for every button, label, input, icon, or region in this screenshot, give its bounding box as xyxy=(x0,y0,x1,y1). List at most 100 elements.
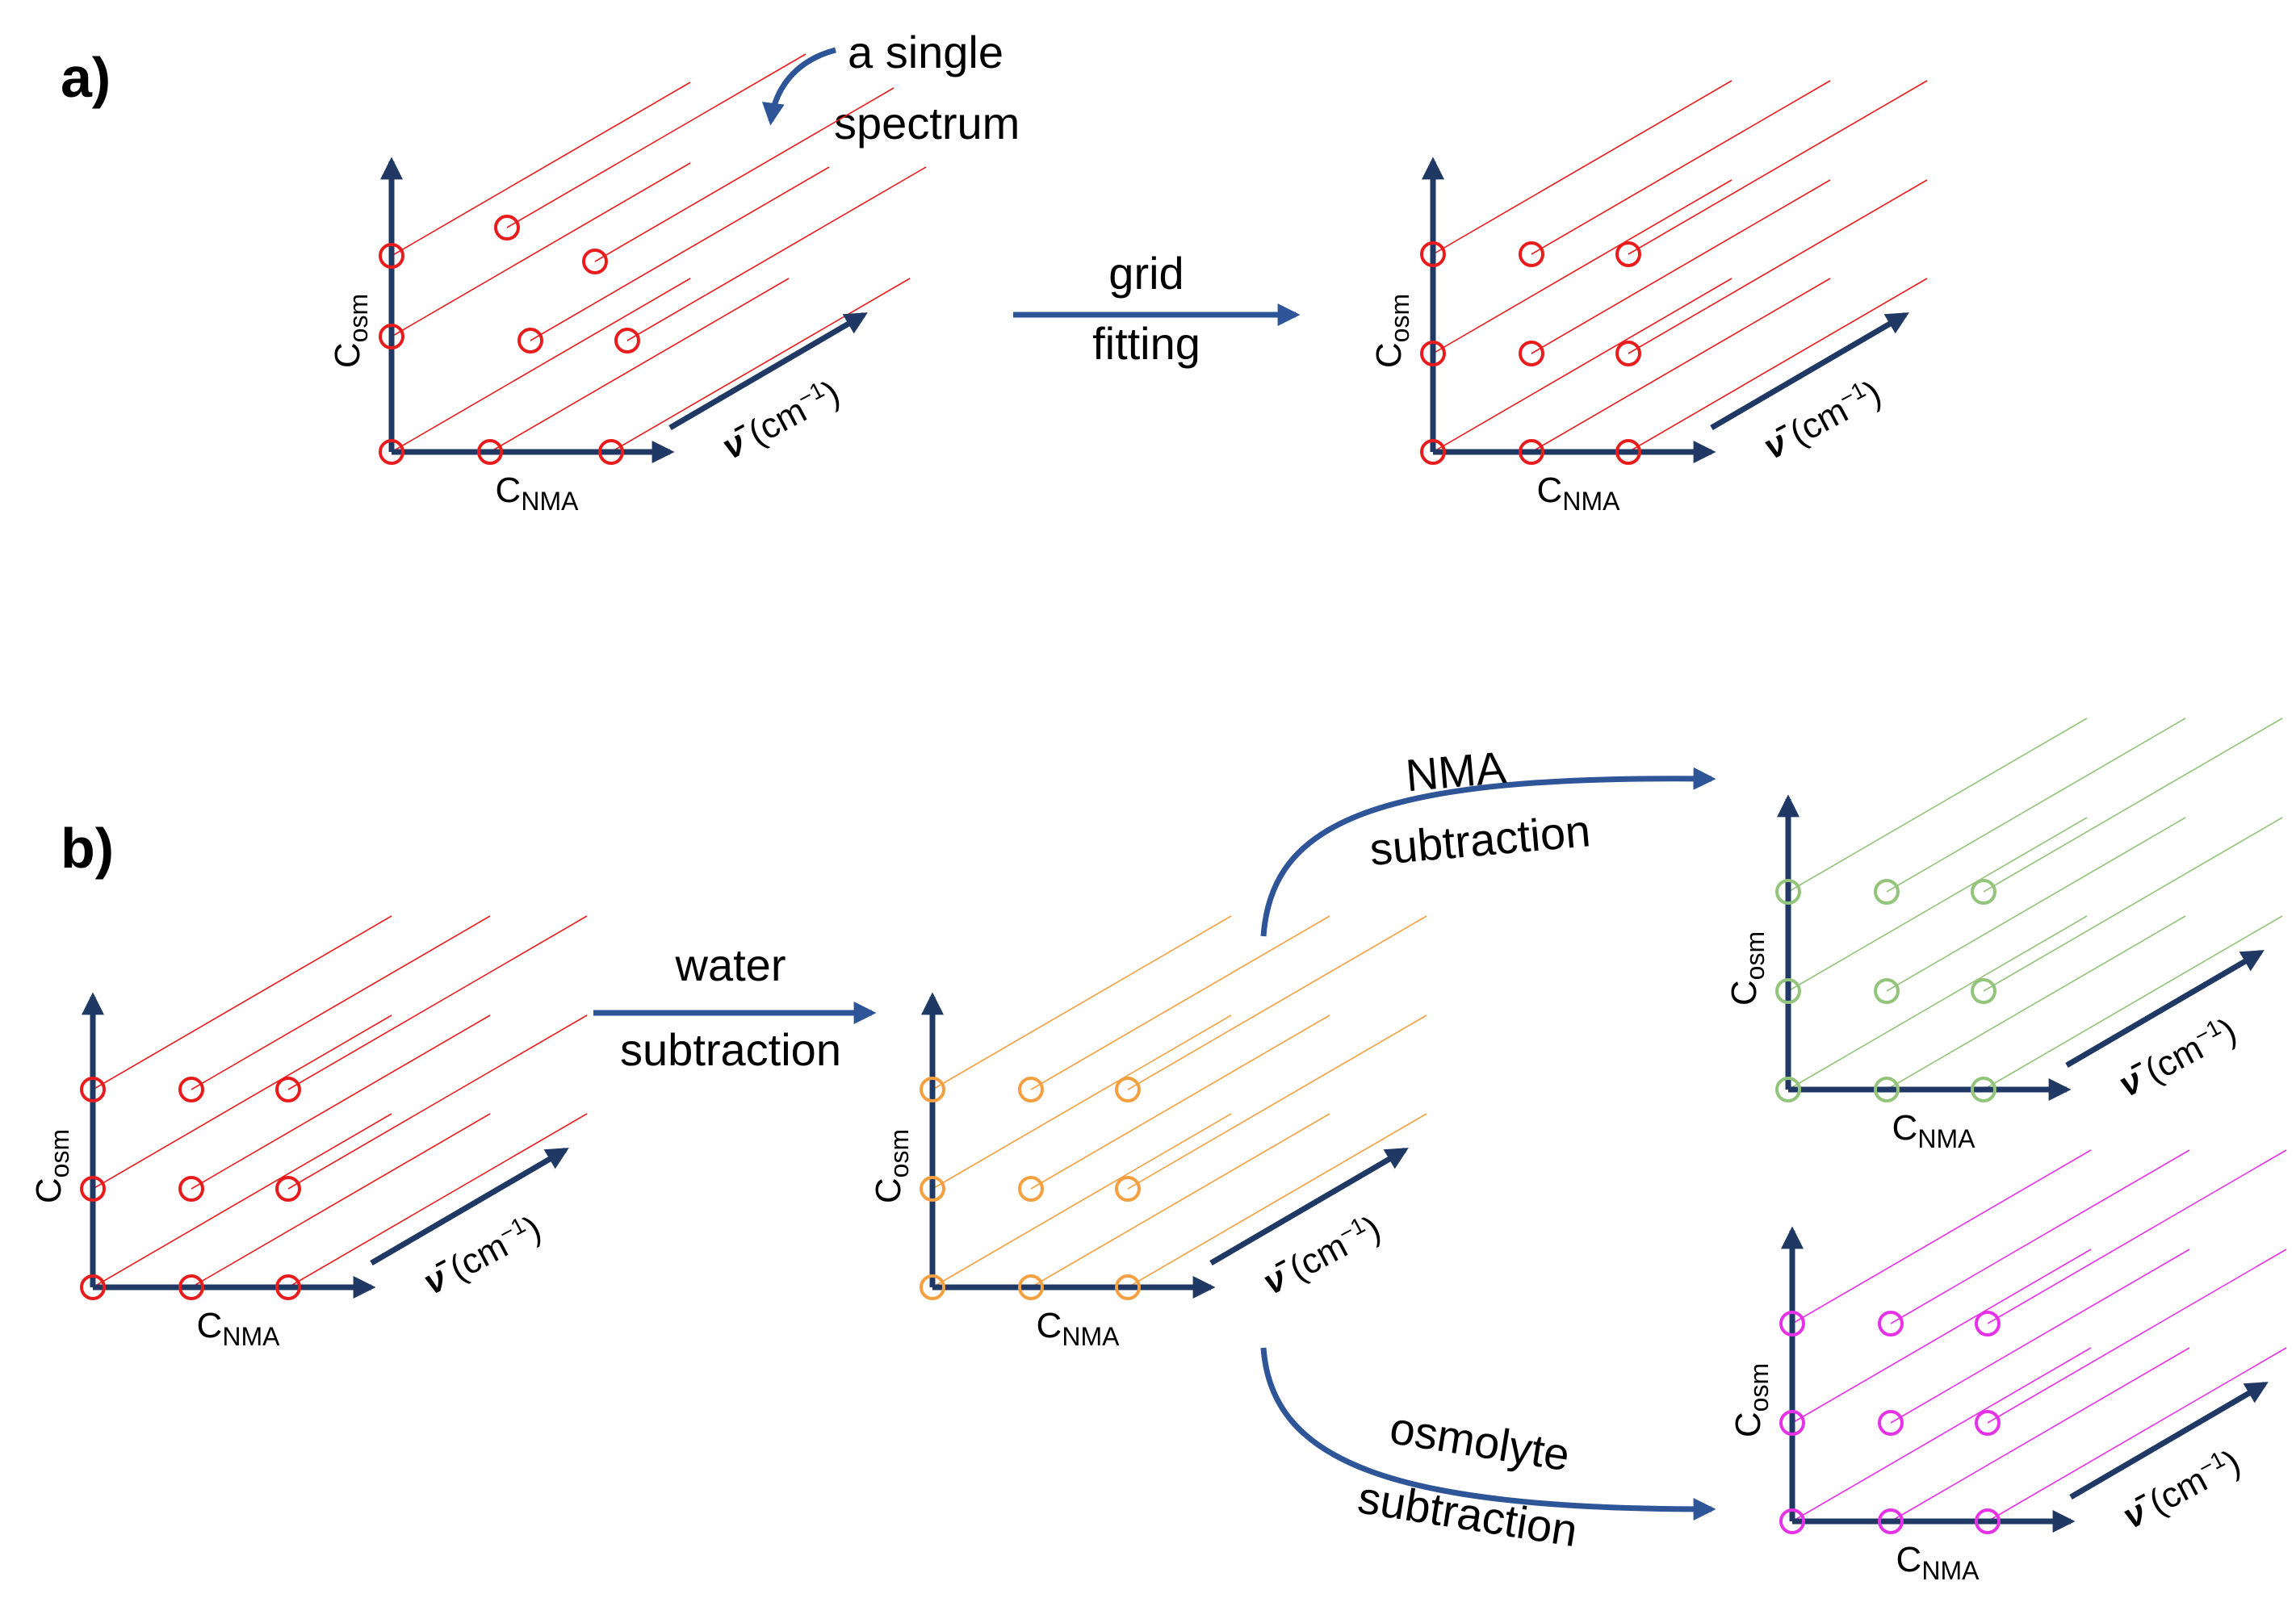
wavenumber-label: ν̄ (cm−1) xyxy=(1256,1207,1387,1303)
data-point xyxy=(1779,1311,1805,1337)
spectrum-line xyxy=(1030,1113,1330,1288)
data-point xyxy=(1971,1077,1996,1102)
spectrum-line xyxy=(1886,915,2186,1090)
y-axis-label: Cosm xyxy=(1724,931,1770,1006)
osmolyte-subtraction-line1: osmolyte xyxy=(1386,1402,1573,1480)
spectrum-line xyxy=(1628,278,1928,453)
data-point xyxy=(1615,241,1641,267)
wavenumber-axis xyxy=(1209,1147,1409,1266)
x-axis-label: CNMA xyxy=(1037,1306,1121,1351)
spectrum-line xyxy=(1127,915,1427,1090)
data-point xyxy=(1779,1410,1805,1436)
annotation-line1: a single xyxy=(848,27,1003,77)
data-point xyxy=(1971,879,1996,905)
data-point xyxy=(1874,879,1900,905)
spectrum-line xyxy=(191,1014,491,1190)
y-axis-label: Cosm xyxy=(328,294,373,368)
osmolyte-subtraction-arrow xyxy=(1260,1347,1716,1521)
annotation-arrow xyxy=(761,47,836,126)
data-point xyxy=(1971,978,1996,1004)
nma-subtraction-line2: subtraction xyxy=(1368,805,1592,875)
spectrum-line xyxy=(1628,80,1928,255)
data-point xyxy=(1115,1077,1141,1102)
single-spectrum-annotation: a single spectrum xyxy=(761,27,1020,149)
x-axis-label: CNMA xyxy=(197,1306,281,1351)
spectrum-line xyxy=(932,1113,1232,1288)
spectrum-line xyxy=(1432,80,1732,255)
data-point xyxy=(477,439,503,465)
spectrum-line xyxy=(610,278,911,453)
spectrum-line xyxy=(1983,717,2283,893)
spectrum-line xyxy=(489,278,790,453)
data-point xyxy=(80,1176,106,1202)
data-point xyxy=(1018,1176,1044,1202)
x-axis-label: CNMA xyxy=(1892,1108,1976,1153)
y-axis-label: Cosm xyxy=(1728,1363,1774,1437)
data-point xyxy=(178,1176,204,1202)
data-point xyxy=(920,1077,945,1102)
spectrum-line xyxy=(1987,1149,2287,1324)
data-point xyxy=(1115,1176,1141,1202)
spectrum-line xyxy=(92,1014,392,1190)
data-point xyxy=(1878,1508,1904,1534)
spectrum-line xyxy=(191,1113,491,1288)
osmolyte-subtraction-line2: subtraction xyxy=(1355,1471,1581,1556)
data-point xyxy=(1018,1274,1044,1300)
wavenumber-axis xyxy=(1710,312,1909,431)
data-point xyxy=(275,1176,301,1202)
data-point xyxy=(1874,978,1900,1004)
x-axis-label: CNMA xyxy=(496,471,580,516)
data-point xyxy=(1775,879,1801,905)
y-axis-label: Cosm xyxy=(29,1129,74,1203)
osmolyte-subtraction-step: osmolyte subtraction xyxy=(1260,1347,1716,1556)
spectrum-line xyxy=(92,915,392,1090)
spectrum-line xyxy=(1886,717,2186,893)
wavenumber-axis xyxy=(2069,1381,2269,1500)
data-point xyxy=(1975,1508,2001,1534)
wavenumber-axis xyxy=(370,1147,569,1266)
spectrum-line xyxy=(1987,1249,2287,1424)
spectrum-line xyxy=(1787,915,2088,1090)
spectrum-line xyxy=(1531,179,1831,354)
spectrum-line xyxy=(1628,179,1928,354)
wavenumber-label: ν̄ (cm−1) xyxy=(417,1207,547,1303)
spectrum-line xyxy=(1787,717,2088,893)
data-point xyxy=(379,439,404,465)
panel-label-a: a) xyxy=(61,46,111,109)
data-point xyxy=(80,1274,106,1300)
wavenumber-axis xyxy=(668,312,868,431)
data-point xyxy=(1775,978,1801,1004)
data-point xyxy=(1420,341,1446,366)
spectrum-line xyxy=(1987,1347,2287,1522)
wavenumber-label: ν̄ (cm−1) xyxy=(1757,371,1887,467)
data-point xyxy=(1519,241,1544,267)
spectrum-line xyxy=(1127,1113,1427,1288)
spectrum-line xyxy=(530,166,830,341)
spectrum-line xyxy=(1432,278,1732,453)
spectrum-line xyxy=(287,915,588,1090)
spectrum-line xyxy=(287,1113,588,1288)
data-point xyxy=(1878,1410,1904,1436)
data-point xyxy=(1775,1077,1801,1102)
spectrum-line xyxy=(391,82,691,257)
wavenumber-label: ν̄ (cm−1) xyxy=(2116,1441,2247,1537)
data-point xyxy=(1519,439,1544,465)
data-point xyxy=(1420,241,1446,267)
data-point xyxy=(494,215,520,241)
data-point xyxy=(920,1176,945,1202)
annotation-line2: spectrum xyxy=(834,98,1020,149)
data-point xyxy=(1018,1077,1044,1102)
spectrum-line xyxy=(1127,1014,1427,1190)
data-point xyxy=(598,439,624,465)
data-point xyxy=(379,243,404,269)
x-axis-label: CNMA xyxy=(1537,471,1621,516)
spectrum-line xyxy=(1886,817,2186,992)
panel-label-b: b) xyxy=(61,817,114,880)
spectrum-line xyxy=(1531,80,1831,255)
spectrum-line xyxy=(92,1113,392,1288)
spectrum-line xyxy=(287,1014,588,1190)
